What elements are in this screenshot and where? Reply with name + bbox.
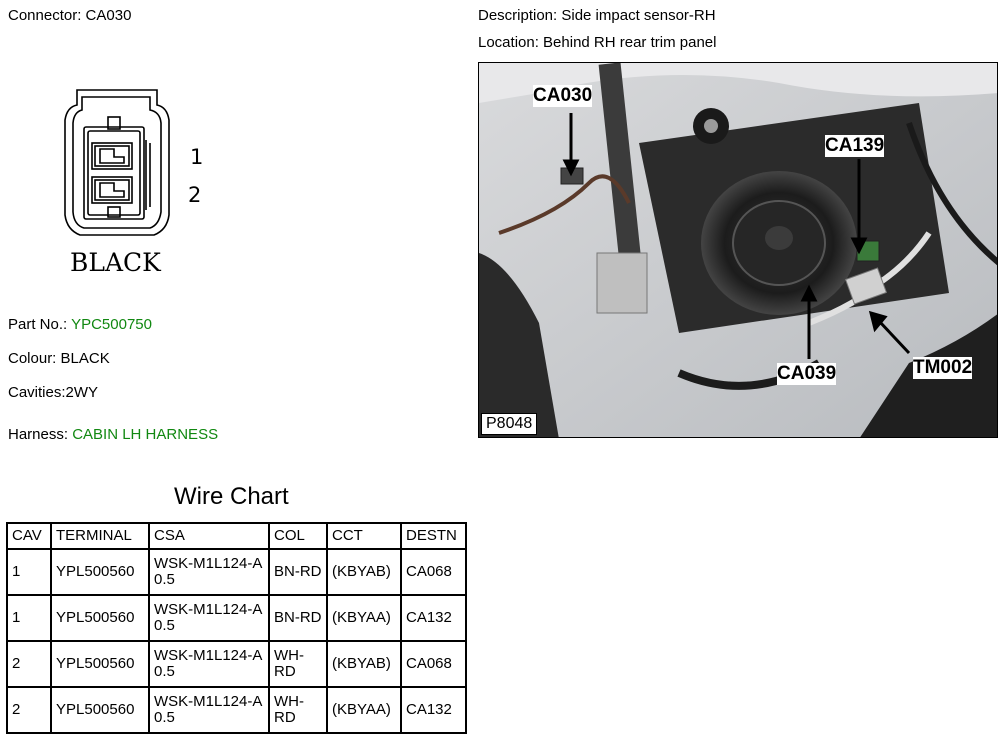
cell-cav: 2 — [6, 686, 52, 734]
colour-value: BLACK — [60, 350, 110, 367]
wire-chart-title: Wire Chart — [174, 483, 289, 510]
location-text: Location: Behind RH rear trim panel — [478, 34, 717, 51]
cavities-label: Cavities: — [8, 384, 66, 401]
cell-col: WH-RD — [268, 640, 328, 688]
cell-terminal: YPL500560 — [50, 548, 150, 596]
cell-cav: 1 — [6, 594, 52, 642]
table-row: 2 YPL500560 WSK-M1L124-A 0.5 WH-RD (KBYA… — [6, 640, 467, 688]
cell-destn: CA068 — [400, 640, 467, 688]
cell-destn: CA132 — [400, 686, 467, 734]
header-col: COL — [268, 522, 328, 550]
description-text: Description: Side impact sensor-RH — [478, 7, 716, 24]
connector-color-label: BLACK — [70, 248, 161, 277]
harness: Harness: CABIN LH HARNESS — [8, 426, 218, 443]
cell-terminal: YPL500560 — [50, 594, 150, 642]
callout-ca030: CA030 — [533, 85, 593, 107]
header-destn: DESTN — [400, 522, 467, 550]
table-row: 1 YPL500560 WSK-M1L124-A 0.5 BN-RD (KBYA… — [6, 594, 467, 642]
cell-csa: WSK-M1L124-A 0.5 — [148, 640, 270, 688]
cell-csa: WSK-M1L124-A 0.5 — [148, 594, 270, 642]
location-photo-illustration — [479, 63, 997, 437]
photo-id-label: P8048 — [481, 413, 538, 435]
table-header-row: CAV TERMINAL CSA COL CCT DESTN — [6, 522, 467, 550]
harness-link[interactable]: CABIN LH HARNESS — [72, 426, 219, 443]
cell-cct: (KBYAB) — [326, 548, 402, 596]
colour: Colour: BLACK — [8, 350, 110, 367]
cell-cct: (KBYAA) — [326, 686, 402, 734]
cell-terminal: YPL500560 — [50, 686, 150, 734]
part-number: Part No.: YPC500750 — [8, 316, 152, 333]
header-csa: CSA — [148, 522, 270, 550]
header-cav: CAV — [6, 522, 52, 550]
location-photo: CA030 CA139 CA039 TM002 P8048 — [478, 62, 998, 438]
wire-chart-table: CAV TERMINAL CSA COL CCT DESTN 1 YPL5005… — [6, 522, 467, 734]
cell-terminal: YPL500560 — [50, 640, 150, 688]
part-number-link[interactable]: YPC500750 — [71, 316, 152, 333]
connector-title: Connector: CA030 — [8, 7, 132, 24]
cavity-label-1: 1 — [190, 145, 204, 169]
cell-cct: (KBYAB) — [326, 640, 402, 688]
harness-label: Harness: — [8, 426, 69, 443]
connector-face-diagram — [64, 89, 170, 236]
cell-col: BN-RD — [268, 594, 328, 642]
callout-ca139: CA139 — [825, 135, 885, 157]
cavity-label-2: 2 — [188, 183, 202, 207]
callout-ca039: CA039 — [777, 363, 837, 385]
cell-csa: WSK-M1L124-A 0.5 — [148, 548, 270, 596]
table-row: 2 YPL500560 WSK-M1L124-A 0.5 WH-RD (KBYA… — [6, 686, 467, 734]
cell-destn: CA132 — [400, 594, 467, 642]
cell-csa: WSK-M1L124-A 0.5 — [148, 686, 270, 734]
table-row: 1 YPL500560 WSK-M1L124-A 0.5 BN-RD (KBYA… — [6, 548, 467, 596]
header-terminal: TERMINAL — [50, 522, 150, 550]
cavities: Cavities:2WY — [8, 384, 98, 401]
cell-col: BN-RD — [268, 548, 328, 596]
callout-tm002: TM002 — [913, 357, 973, 379]
part-number-label: Part No.: — [8, 316, 68, 333]
colour-label: Colour: — [8, 350, 57, 367]
cell-destn: CA068 — [400, 548, 467, 596]
cell-col: WH-RD — [268, 686, 328, 734]
header-cct: CCT — [326, 522, 402, 550]
cell-cav: 2 — [6, 640, 52, 688]
cavities-value: 2WY — [65, 384, 99, 401]
cell-cct: (KBYAA) — [326, 594, 402, 642]
cell-cav: 1 — [6, 548, 52, 596]
